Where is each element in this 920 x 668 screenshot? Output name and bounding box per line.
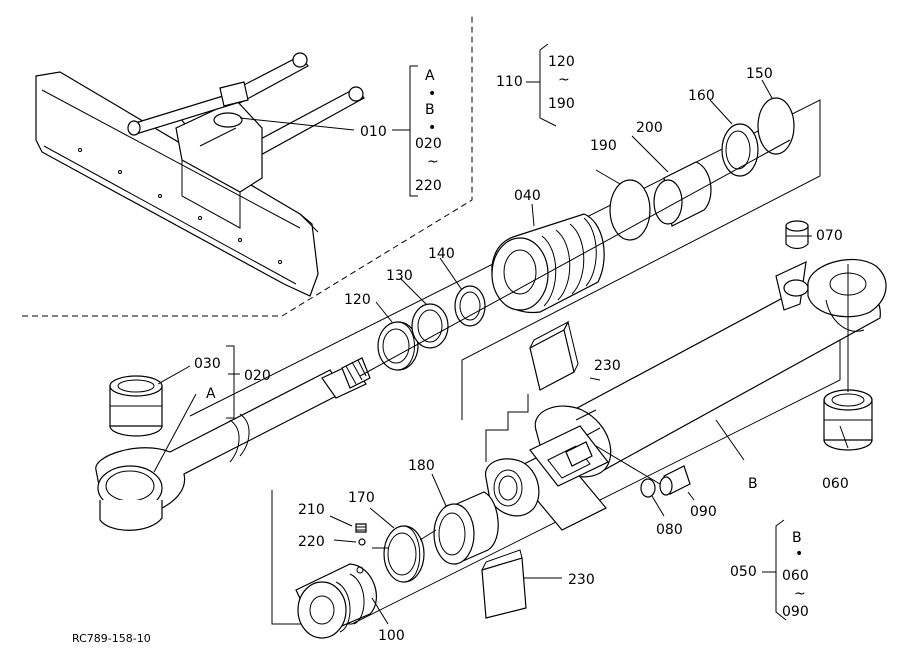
bracket-050-line3: 090 bbox=[782, 604, 809, 620]
callout-020: 020 bbox=[244, 368, 271, 384]
inset-separator bbox=[22, 14, 473, 317]
seal-bag-230-top bbox=[529, 320, 579, 391]
callout-150: 150 bbox=[746, 66, 773, 82]
o-ring-150 bbox=[757, 97, 795, 155]
callout-230-bottom: 230 bbox=[568, 572, 595, 588]
callout-050: 050 bbox=[730, 564, 757, 580]
callout-090: 090 bbox=[690, 504, 717, 520]
callout-180: 180 bbox=[408, 458, 435, 474]
callout-040: 040 bbox=[514, 188, 541, 204]
screw-210 bbox=[355, 523, 367, 533]
dozer-blade-inset bbox=[35, 52, 365, 297]
bracket-010-dot2: • bbox=[428, 120, 436, 136]
bracket-110-tilde: ~ bbox=[558, 72, 570, 88]
callout-190: 190 bbox=[590, 138, 617, 154]
callout-230-top: 230 bbox=[594, 358, 621, 374]
ring-160 bbox=[721, 123, 759, 177]
plug-070 bbox=[785, 220, 809, 250]
callout-200: 200 bbox=[636, 120, 663, 136]
bracket-010-line4: 220 bbox=[415, 178, 442, 194]
ring-130 bbox=[411, 303, 449, 349]
rod-gland-040 bbox=[491, 213, 605, 314]
tube-assembly-frame bbox=[271, 300, 841, 625]
o-ring-190 bbox=[609, 179, 651, 241]
callout-030: 030 bbox=[194, 356, 221, 372]
callout-010: 010 bbox=[360, 124, 387, 140]
bracket-110-line1: 120 bbox=[548, 54, 575, 70]
bracket-010-line3: 020 bbox=[415, 136, 442, 152]
seal-170 bbox=[383, 525, 425, 583]
bracket-050-line2: 060 bbox=[782, 568, 809, 584]
ring-180 bbox=[433, 491, 499, 565]
bracket-110-line2: 190 bbox=[548, 96, 575, 112]
callout-130: 130 bbox=[386, 268, 413, 284]
seal-bag-230-bottom bbox=[481, 549, 527, 619]
bracket-010-line2: B bbox=[425, 102, 435, 118]
sleeve-200 bbox=[653, 161, 712, 227]
bracket-010-tilde: ~ bbox=[427, 154, 439, 170]
callout-100: 100 bbox=[378, 628, 405, 644]
bracket-050-line1: B bbox=[792, 530, 802, 546]
ball-220 bbox=[358, 538, 366, 546]
callout-080: 080 bbox=[656, 522, 683, 538]
drawing-id: RC789-158-10 bbox=[72, 632, 151, 645]
callout-110: 110 bbox=[496, 74, 523, 90]
ring-140 bbox=[454, 285, 486, 327]
callout-160: 160 bbox=[688, 88, 715, 104]
callout-220: 220 bbox=[298, 534, 325, 550]
callout-210: 210 bbox=[298, 502, 325, 518]
bracket-010-dot1: • bbox=[428, 86, 436, 102]
label-b: B bbox=[748, 476, 758, 492]
piston-100 bbox=[295, 563, 377, 639]
callout-120: 120 bbox=[344, 292, 371, 308]
bushing-030 bbox=[109, 375, 163, 437]
valve-block bbox=[485, 425, 609, 531]
callout-140: 140 bbox=[428, 246, 455, 262]
group-110-bracket: 110 120 ~ 190 bbox=[496, 43, 575, 127]
bracket-010-line1: A bbox=[425, 68, 435, 84]
bracket-050-tilde: ~ bbox=[794, 586, 806, 602]
group-010-bracket: 010 A • B • 020 ~ 220 bbox=[239, 65, 442, 197]
fitting-090 bbox=[659, 465, 691, 496]
bracket-050-dot: • bbox=[795, 546, 803, 562]
callout-060: 060 bbox=[822, 476, 849, 492]
o-ring-080 bbox=[640, 478, 656, 498]
callout-170: 170 bbox=[348, 490, 375, 506]
label-a: A bbox=[206, 386, 216, 402]
piston-rod bbox=[95, 357, 371, 531]
callout-070: 070 bbox=[816, 228, 843, 244]
group-050-bracket: 050 B • 060 ~ 090 bbox=[730, 519, 809, 621]
bushing-060 bbox=[823, 389, 873, 451]
